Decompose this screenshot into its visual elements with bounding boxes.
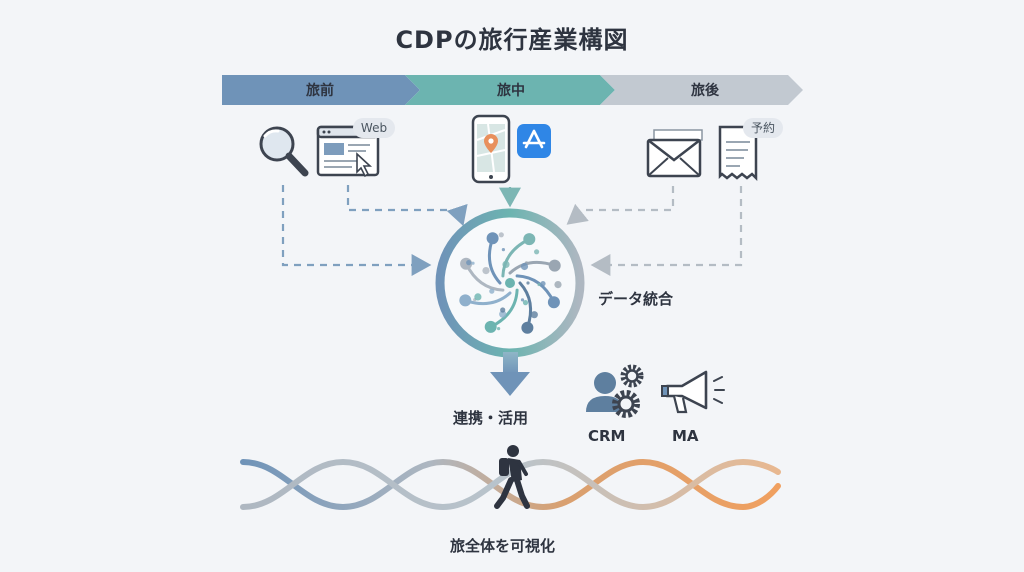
swirl-dot bbox=[482, 267, 490, 275]
swirl-dot bbox=[522, 300, 529, 306]
receipt-icon bbox=[718, 125, 758, 182]
swirl-core bbox=[505, 278, 515, 288]
smartphone-map-icon bbox=[471, 114, 511, 184]
phase-label-before: 旅前 bbox=[306, 82, 334, 99]
phase-before-band bbox=[222, 75, 420, 105]
cursor-icon bbox=[356, 152, 373, 178]
phase-during-band bbox=[405, 75, 615, 105]
swirl-dot bbox=[497, 327, 501, 331]
swirl-node bbox=[548, 259, 561, 272]
swirl-node bbox=[484, 320, 497, 333]
swirl-dot bbox=[474, 293, 482, 301]
phase-label-after: 旅後 bbox=[691, 82, 720, 99]
swirl-node bbox=[486, 232, 499, 245]
swirl-dot bbox=[500, 307, 506, 313]
flow-arrows bbox=[281, 185, 743, 276]
journey-label: 旅全体を可視化 bbox=[450, 537, 556, 555]
phase-label-during: 旅中 bbox=[497, 82, 525, 99]
flow-arrow-search bbox=[281, 185, 432, 276]
swirl-dot bbox=[466, 260, 472, 266]
swirl-node bbox=[547, 296, 560, 309]
search-icon bbox=[259, 126, 309, 177]
journey-waves bbox=[240, 458, 781, 511]
web-tag: Web bbox=[353, 118, 395, 138]
swirl-dot bbox=[499, 310, 507, 318]
swirl-dot bbox=[540, 281, 546, 287]
data-integration-label: データ統合 bbox=[598, 290, 674, 308]
swirl-dot bbox=[501, 248, 505, 252]
swirl-dot bbox=[471, 261, 475, 265]
hub-output-arrow bbox=[490, 352, 530, 396]
swirl-dot bbox=[554, 281, 562, 289]
reservation-tag-label: 予約 bbox=[751, 120, 775, 135]
crm-icon bbox=[586, 364, 644, 418]
swirl-dot bbox=[537, 282, 541, 287]
flow-arrow-receipt bbox=[590, 186, 743, 276]
flow-arrow-web bbox=[346, 185, 468, 227]
gear-icon bbox=[620, 364, 644, 388]
swirl-dot bbox=[530, 311, 538, 319]
swirl-dot bbox=[520, 262, 529, 271]
page-title: CDPの旅行産業構図 bbox=[395, 26, 629, 54]
swirl-icon bbox=[459, 232, 562, 334]
swirl-dot bbox=[520, 298, 525, 302]
swirl-node bbox=[521, 321, 534, 334]
app-store-icon bbox=[517, 124, 551, 158]
phase-after-band bbox=[600, 75, 803, 105]
swirl-dot bbox=[498, 232, 504, 238]
megaphone-icon bbox=[661, 370, 725, 414]
linkage-usage-label: 連携・活用 bbox=[453, 409, 529, 427]
phase-bar: 旅前 旅中 旅後 bbox=[222, 75, 803, 105]
swirl-node bbox=[459, 294, 472, 307]
swirl-dot bbox=[526, 281, 530, 285]
swirl-dot bbox=[489, 288, 495, 294]
crm-label: CRM bbox=[588, 427, 626, 445]
flow-arrow-envelope bbox=[566, 186, 675, 225]
traveler-icon bbox=[494, 445, 530, 509]
browser-window-icon bbox=[316, 125, 380, 178]
swirl-dot bbox=[534, 249, 540, 255]
gear-icon bbox=[612, 390, 640, 418]
reservation-tag: 予約 bbox=[743, 118, 783, 138]
journey-wave-b bbox=[240, 458, 781, 511]
journey-wave-a bbox=[240, 458, 781, 511]
envelope-icon bbox=[646, 129, 703, 178]
ma-label: MA bbox=[672, 427, 699, 445]
swirl-node bbox=[523, 233, 536, 246]
swirl-dot bbox=[502, 260, 510, 268]
data-integration-hub bbox=[435, 208, 585, 358]
web-tag-label: Web bbox=[361, 121, 387, 135]
